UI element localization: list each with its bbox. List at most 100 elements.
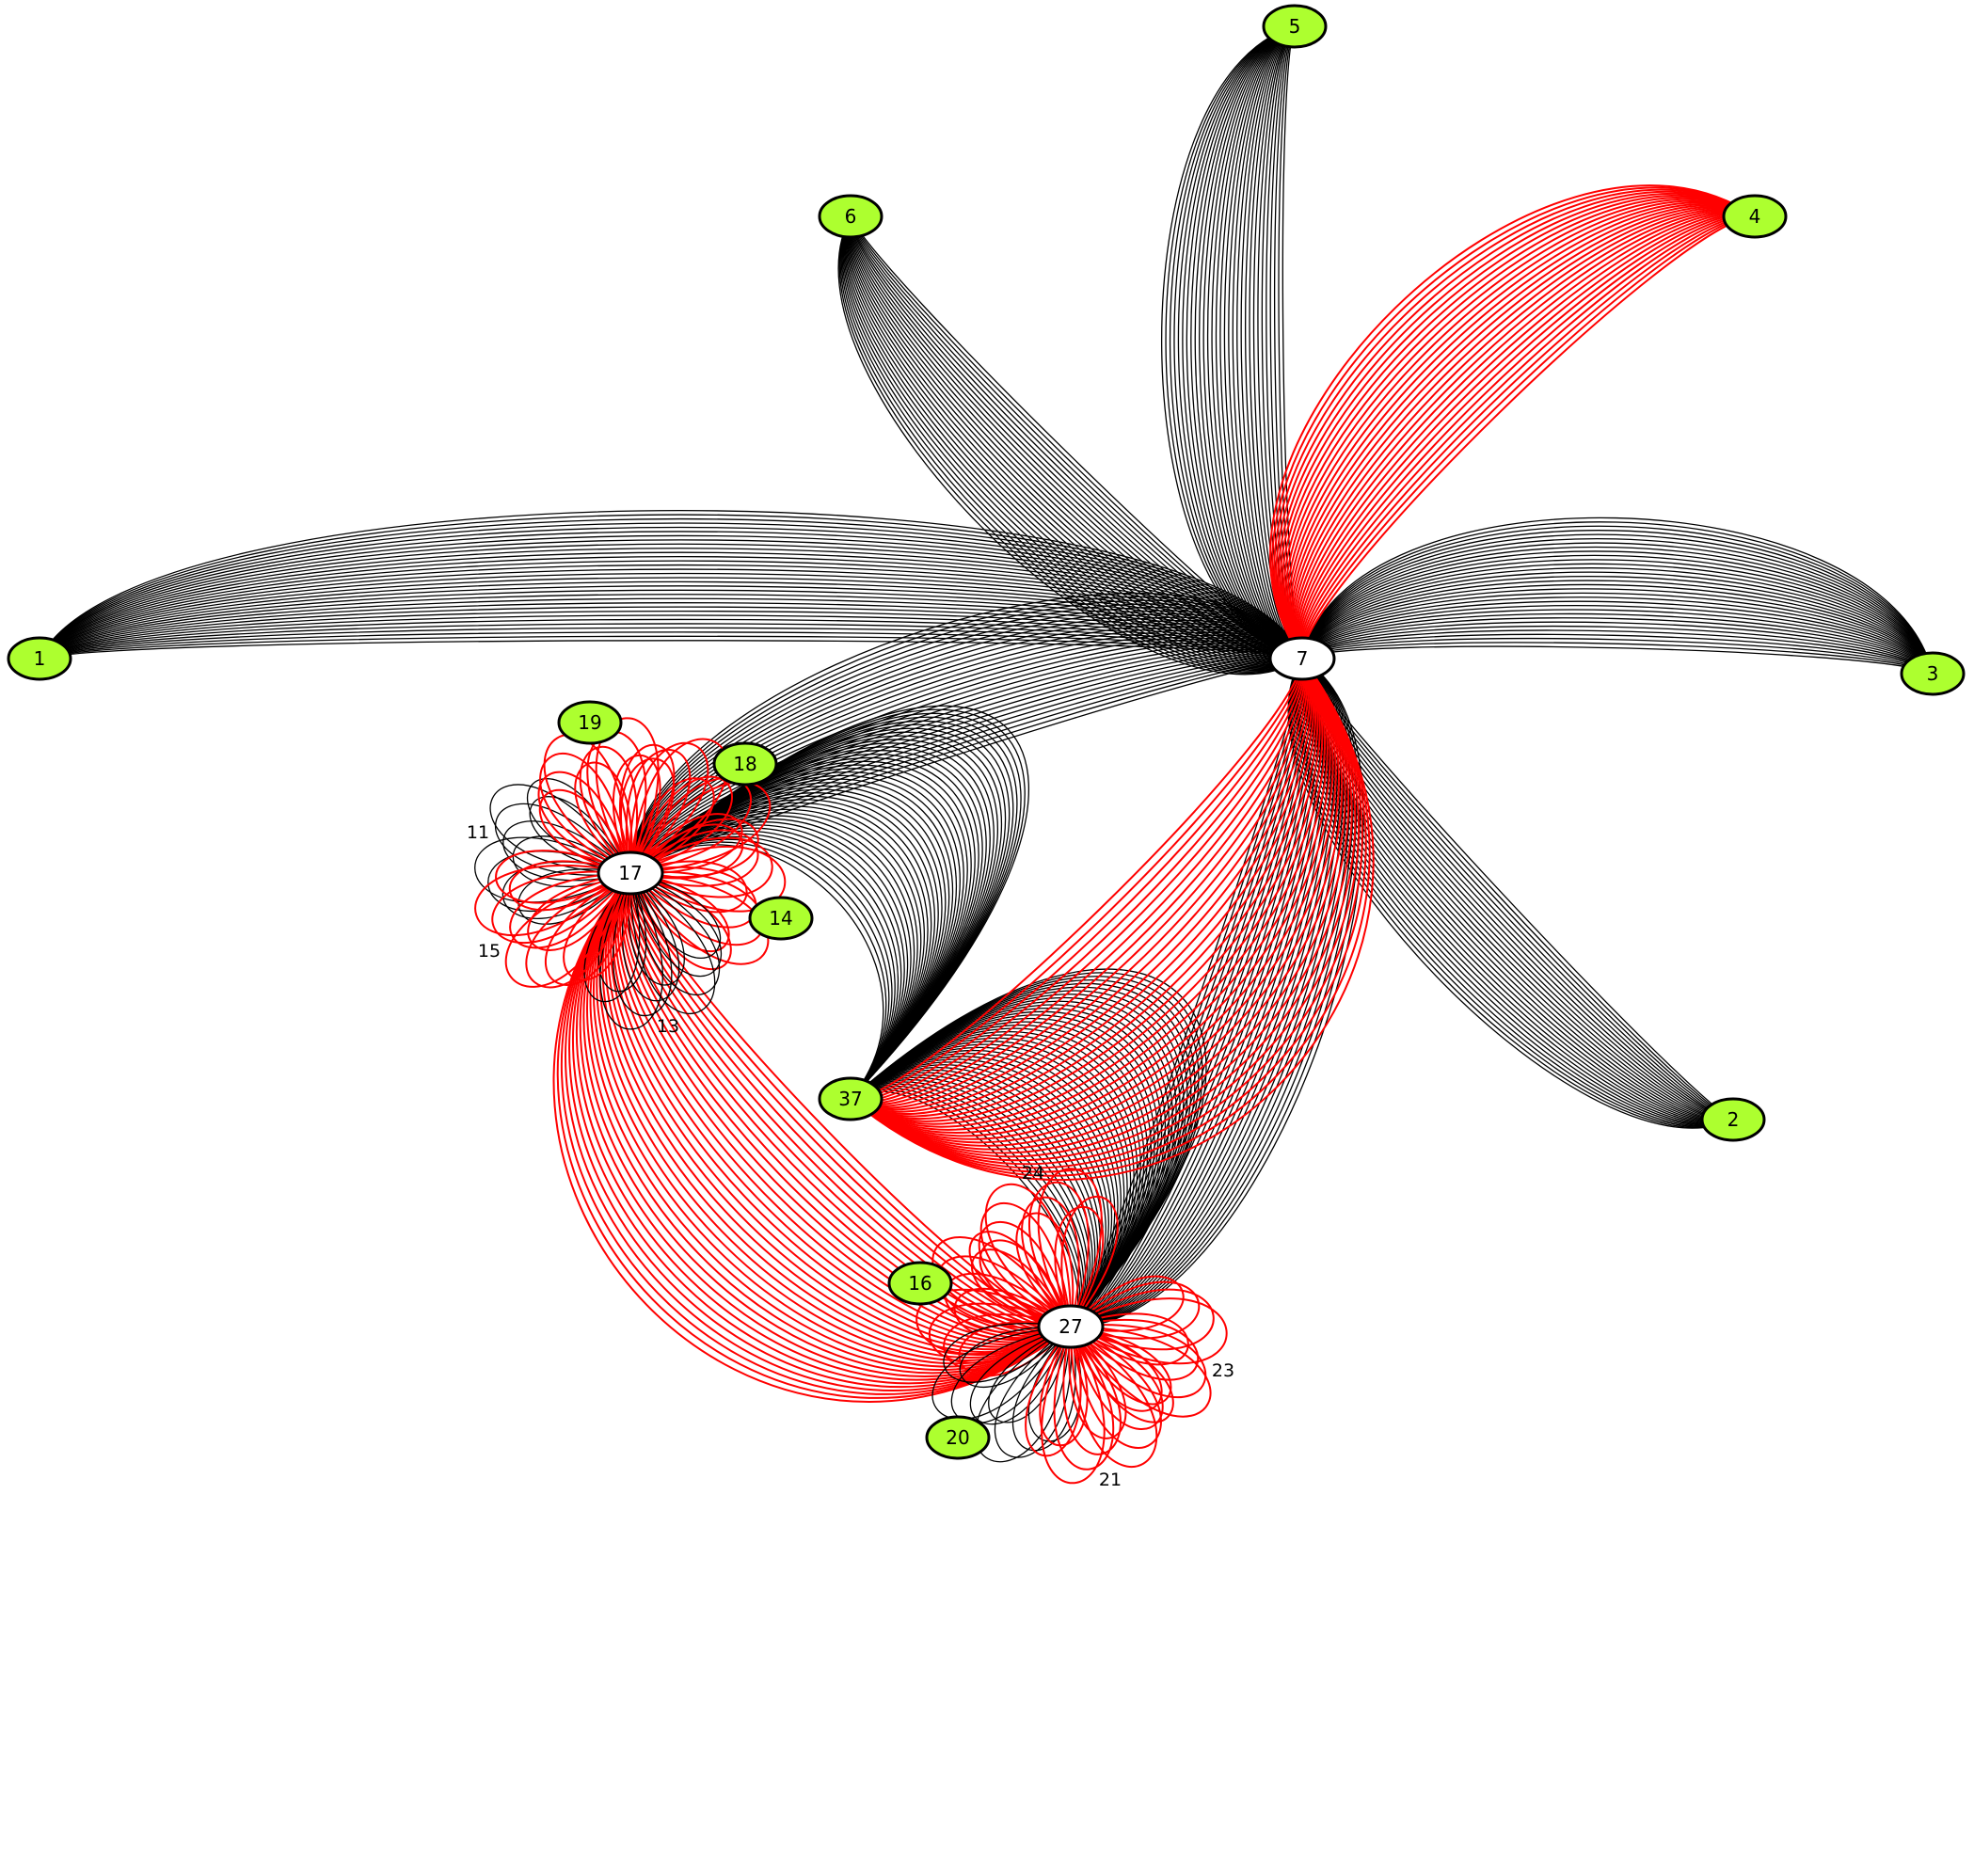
edge [837, 215, 1303, 676]
loop-edge [1037, 1168, 1103, 1328]
loop-edge [1070, 1326, 1174, 1423]
node-label: 21 [1099, 1470, 1122, 1490]
node-11[interactable]: 11 [467, 822, 489, 843]
edge [1289, 204, 1756, 660]
edge [629, 616, 1303, 874]
edge [850, 1043, 1128, 1328]
edge [850, 1079, 1091, 1328]
loop-edge [595, 717, 660, 874]
node-label: 16 [908, 1272, 931, 1295]
edge [1269, 184, 1756, 660]
node-1[interactable]: 1 [7, 636, 72, 681]
edge [850, 658, 1310, 1109]
edge [629, 778, 954, 1100]
edge [39, 526, 1303, 660]
edge [629, 610, 1303, 874]
node-label: 23 [1212, 1360, 1234, 1381]
edge [575, 872, 1072, 1381]
loop-edge [1070, 1324, 1207, 1398]
edge [1301, 637, 1934, 675]
edge [850, 658, 1317, 1118]
edge [1300, 658, 1734, 1121]
edge-bundle-3-7 [1301, 517, 1934, 675]
loop-edge [629, 872, 722, 978]
node-15[interactable]: 15 [478, 941, 501, 962]
node-13[interactable]: 13 [657, 1016, 679, 1037]
edge [1301, 575, 1934, 675]
edge [850, 658, 1309, 1107]
node-label: 37 [838, 1088, 862, 1110]
edge [39, 539, 1303, 660]
node-label: 2 [1727, 1108, 1740, 1131]
edge [848, 215, 1303, 662]
loop-bundle-27-23 [1070, 1275, 1228, 1423]
edge [1301, 612, 1934, 675]
node-2[interactable]: 2 [1700, 1097, 1766, 1142]
edge [1207, 25, 1303, 660]
edge [850, 1021, 1152, 1328]
edge [850, 1041, 1132, 1328]
edge [850, 990, 1185, 1328]
edge [1297, 658, 1734, 1122]
edge [629, 623, 1303, 874]
edge [1298, 658, 1734, 1121]
edge [1301, 559, 1934, 675]
node-21[interactable]: 21 [1099, 1470, 1122, 1490]
node-20[interactable]: 20 [925, 1415, 991, 1460]
node-17[interactable]: 17 [597, 851, 664, 896]
edge [1249, 25, 1303, 660]
edge [1282, 198, 1756, 660]
edge [1202, 25, 1303, 660]
edge [39, 577, 1303, 660]
node-7[interactable]: 7 [1268, 636, 1336, 681]
loop-edge [579, 745, 639, 874]
node-4[interactable]: 4 [1722, 194, 1788, 239]
node-6[interactable]: 6 [818, 194, 884, 239]
edge [622, 872, 1072, 1336]
loop-edge [979, 1201, 1072, 1328]
node-16[interactable]: 16 [887, 1261, 953, 1306]
node-shape [1268, 636, 1336, 681]
edge [1219, 25, 1303, 660]
loop-edge [1070, 1326, 1172, 1406]
edge [1215, 25, 1303, 660]
edge [850, 658, 1304, 1101]
edge [850, 658, 1357, 1162]
edge [629, 782, 950, 1100]
edge [850, 658, 1321, 1122]
edge [1296, 658, 1734, 1123]
loop-edge [629, 777, 753, 874]
loop-edge [1070, 1326, 1158, 1469]
loop-edge [502, 820, 631, 882]
node-19[interactable]: 19 [557, 700, 623, 745]
edge [850, 1027, 1145, 1328]
edge [1301, 550, 1934, 675]
loop-edge [1070, 1318, 1200, 1381]
node-shape [597, 851, 664, 896]
edge [1169, 25, 1303, 660]
loop-edge [1025, 1326, 1082, 1457]
loop-edge [959, 1326, 1072, 1389]
node-label: 27 [1059, 1315, 1082, 1338]
loop-edge [970, 1248, 1072, 1328]
edge [850, 658, 1304, 1103]
edge [1301, 596, 1934, 675]
node-24[interactable]: 24 [1022, 1163, 1044, 1184]
edge [1301, 583, 1934, 675]
edge [39, 514, 1303, 660]
node-23[interactable]: 23 [1212, 1360, 1234, 1381]
edge [850, 658, 1326, 1128]
node-5[interactable]: 5 [1262, 4, 1328, 49]
node-shape [1700, 1097, 1766, 1142]
edge [850, 658, 1331, 1134]
loop-edge [613, 872, 673, 1017]
edge [1301, 525, 1934, 675]
node-37[interactable]: 37 [818, 1076, 884, 1121]
node-3[interactable]: 3 [1900, 651, 1966, 696]
node-shape [887, 1261, 953, 1306]
edge [1299, 214, 1756, 660]
edge [1228, 25, 1303, 660]
node-18[interactable]: 18 [712, 741, 778, 787]
node-27[interactable]: 27 [1037, 1304, 1105, 1349]
node-14[interactable]: 14 [748, 896, 814, 941]
